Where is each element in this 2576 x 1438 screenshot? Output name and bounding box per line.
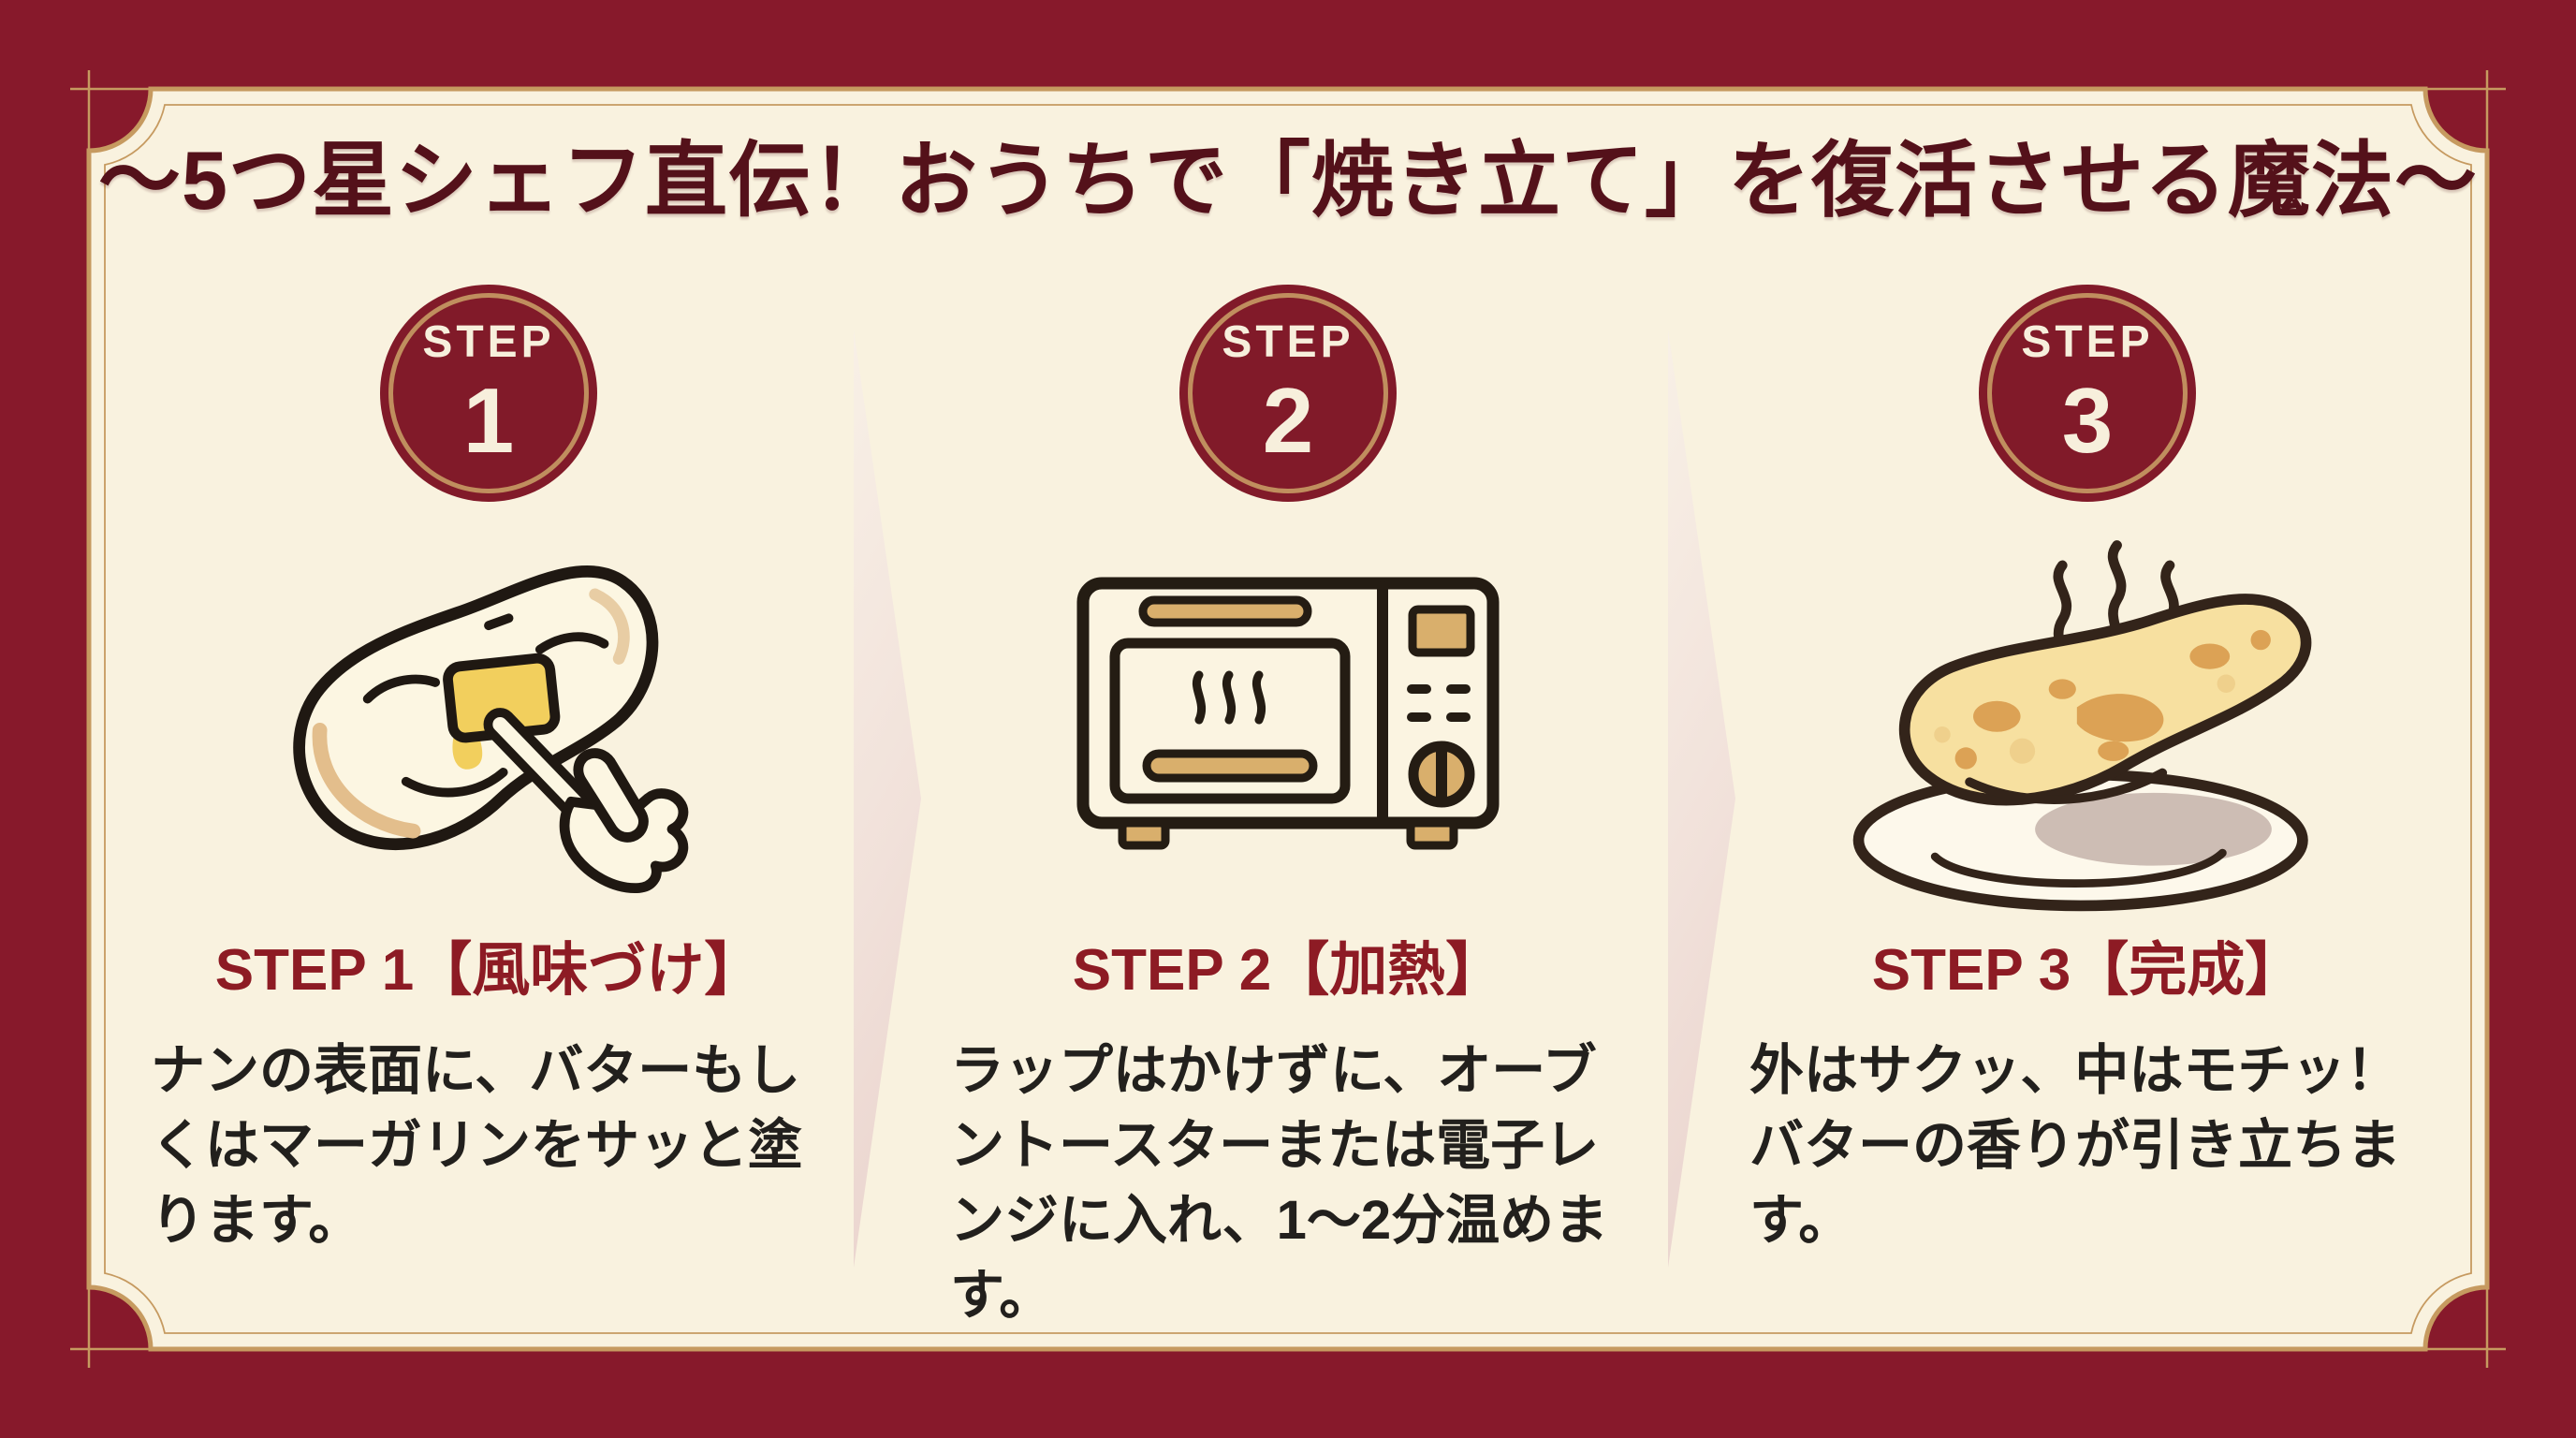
toaster-oven-icon (1076, 577, 1500, 850)
oven-display (1408, 605, 1475, 657)
plate-shadow (2034, 792, 2272, 866)
oven-foot-left (1118, 818, 1170, 850)
step-1-badge-number: 1 (462, 369, 515, 472)
step-column-1: STEP 1 (89, 225, 888, 1333)
naan-crust-shading (312, 723, 421, 839)
step-1-description: ナンの表面に、バターもしくはマーガリンをサッと塗ります。 (151, 1040, 803, 1252)
step-column-2: STEP 2 (888, 225, 1688, 1333)
step-1-badge: STEP 1 (380, 285, 597, 502)
step-1-icon-box (259, 522, 718, 927)
naan-texture-lines (362, 613, 609, 798)
gold-frame-line (87, 87, 2489, 1351)
steaming-naan-plate-icon (1852, 540, 2311, 912)
naan-light-spots (1933, 674, 2235, 764)
step-2-badge: STEP 2 (1179, 285, 1397, 502)
naan-texture-line (1964, 768, 2167, 804)
step-3-badge: STEP 3 (1979, 285, 2196, 502)
step-3-description: 外はサクッ、中はモチッ！バターの香りが引き立ちます。 (1749, 1040, 2402, 1252)
step-3-icon-box (1833, 522, 2343, 927)
step-2-heading: STEP 2【加熱】 (1072, 938, 1504, 1003)
index-finger (573, 748, 649, 843)
step-3-badge-number: 3 (2061, 369, 2114, 472)
step-3-badge-label: STEP (2021, 317, 2154, 367)
step-1-badge-label: STEP (422, 317, 555, 367)
step-1-heading: STEP 1【風味づけ】 (214, 938, 763, 1003)
step-column-3: STEP 3 (1688, 225, 2487, 1333)
step-2-icon-box (1068, 522, 1508, 927)
oven-buttons (1407, 684, 1471, 722)
step-2-badge-label: STEP (1222, 317, 1354, 367)
page-title: 〜5つ星シェフ直伝！おうちで「焼き立て」を復活させる魔法〜 (98, 134, 2478, 227)
oven-tray (1142, 749, 1318, 783)
naan-brown-spots (1954, 629, 2271, 770)
naan-buttering-icon (293, 565, 689, 893)
steps-container: STEP 1 (89, 225, 2487, 1333)
oven-top-vent (1138, 595, 1312, 627)
naan-crust-shading (589, 588, 630, 665)
gold-frame-corner-tails (70, 70, 2506, 1368)
step-3-heading: STEP 3【完成】 (1871, 938, 2304, 1003)
gold-inner-hairline (104, 104, 2472, 1334)
steam-lines (1192, 670, 1266, 725)
step-2-badge-number: 2 (1262, 369, 1314, 472)
step-2-description: ラップはかけずに、オーブントースターまたは電子レンジに入れ、1〜2分温めます。 (950, 1040, 1609, 1327)
oven-foot-right (1406, 818, 1458, 850)
plate-rim-line (1930, 848, 2227, 888)
